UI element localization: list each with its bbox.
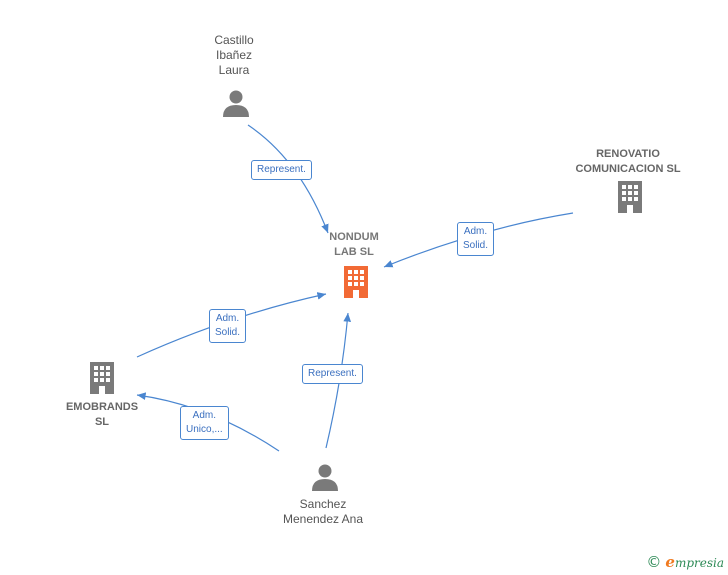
node-label-line: COMUNICACION SL bbox=[575, 163, 681, 175]
node-label-line: LAB SL bbox=[334, 246, 374, 258]
brand-name: empresia bbox=[665, 553, 724, 571]
edge-label-line: Represent. bbox=[257, 164, 306, 175]
edge-label-line: Solid. bbox=[463, 240, 489, 251]
person-icon[interactable] bbox=[221, 88, 251, 118]
node-label-castillo[interactable]: Castillo Ibañez Laura bbox=[194, 33, 274, 78]
node-label-line: NONDUM bbox=[329, 231, 379, 243]
edge-label-line: Adm. bbox=[215, 313, 240, 324]
building-focus-icon[interactable] bbox=[340, 264, 372, 300]
building-icon[interactable] bbox=[86, 360, 118, 396]
node-label-line: Sanchez bbox=[299, 497, 347, 511]
node-label-line: Laura bbox=[218, 63, 250, 77]
edge-label-line: Adm. bbox=[463, 226, 488, 237]
building-icon[interactable] bbox=[614, 179, 646, 215]
edge-label-castillo-nondum[interactable]: Represent. bbox=[251, 160, 312, 180]
node-label-renovatio[interactable]: RENOVATIO COMUNICACION SL bbox=[563, 147, 693, 177]
edge-label-sanchez-emobrands[interactable]: Adm. Unico,... bbox=[180, 406, 229, 440]
edge-label-line: Unico,... bbox=[186, 424, 223, 435]
edge-label-sanchez-nondum[interactable]: Represent. bbox=[302, 364, 363, 384]
edge-label-line: Represent. bbox=[308, 368, 357, 379]
person-icon[interactable] bbox=[310, 462, 340, 492]
node-label-line: SL bbox=[94, 416, 110, 428]
copyright-icon: © bbox=[646, 553, 662, 571]
empresia-logo: © empresia bbox=[646, 553, 724, 571]
node-label-nondum[interactable]: NONDUM LAB SL bbox=[314, 230, 394, 260]
node-label-line: RENOVATIO bbox=[596, 148, 660, 160]
brand-initial: e bbox=[665, 553, 675, 571]
brand-wordmark: mpresia bbox=[674, 556, 724, 570]
node-label-line: EMOBRANDS bbox=[65, 401, 139, 413]
node-label-sanchez[interactable]: Sanchez Menendez Ana bbox=[268, 497, 378, 527]
edge-label-line: Adm. bbox=[192, 410, 217, 421]
node-label-line: Castillo bbox=[214, 33, 254, 47]
node-label-line: Menendez Ana bbox=[282, 512, 364, 526]
node-label-line: Ibañez bbox=[215, 48, 253, 62]
edge-label-emobrands-nondum[interactable]: Adm. Solid. bbox=[209, 309, 247, 343]
edge-label-line: Solid. bbox=[215, 327, 241, 338]
node-label-emobrands[interactable]: EMOBRANDS SL bbox=[52, 400, 152, 430]
edge-label-renovatio-nondum[interactable]: Adm. Solid. bbox=[457, 222, 495, 256]
